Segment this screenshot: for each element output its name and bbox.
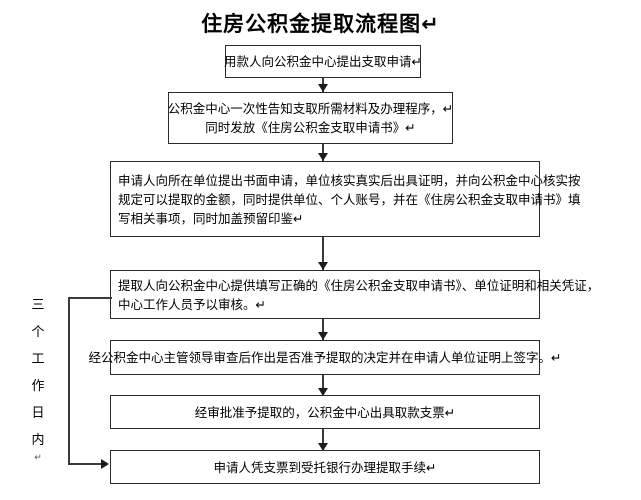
side-label-char: 三 bbox=[31, 298, 45, 313]
flow-node-line: 写相关事项，同时加盖预留印鉴↵ bbox=[118, 210, 304, 226]
flow-node-line: 规定可以提取的金额，同时提供单位、个人账号，并在《住房公积金支取申请书》填 bbox=[118, 191, 581, 207]
flow-node-line: 提取人向公积金中心提供填写正确的《住房公积金支取申请书》、单位证明和相关凭证， bbox=[118, 277, 600, 293]
bracket-top-segment bbox=[68, 297, 112, 299]
connector-4-5 bbox=[322, 319, 324, 340]
flow-node-line: 经审批准予提取的，公积金中心出具取款支票↵ bbox=[194, 404, 456, 420]
flow-node-line: 公积金中心一次性告知支取所需材料及办理程序，↵ bbox=[167, 101, 454, 116]
side-label-char: 内 bbox=[31, 433, 45, 448]
connector-3-4 bbox=[322, 237, 324, 270]
connector-5-6 bbox=[322, 375, 324, 395]
bracket-arrow-icon bbox=[101, 459, 109, 469]
flow-node-step-3: 申请人向所在单位提出书面申请，单位核实真实后出具证明，并向公积金中心核实按 规定… bbox=[110, 161, 581, 237]
side-label-char: 日 bbox=[31, 406, 45, 421]
flow-node-line: 中心工作人员予以审核。↵ bbox=[118, 296, 266, 312]
flow-node-step-5: 经公积金中心主管领导审查后作出是否准予提取的决定并在申请人单位证明上签字。↵ bbox=[89, 340, 562, 375]
side-label-char: 工 bbox=[31, 352, 45, 367]
flow-node-line: 同时发放《住房公积金支取申请书》↵ bbox=[205, 120, 416, 135]
connector-2-3-arrow-icon bbox=[318, 153, 328, 161]
flow-node-step-6: 经审批准予提取的，公积金中心出具取款支票↵ bbox=[110, 395, 540, 429]
connector-4-5-arrow-icon bbox=[318, 332, 328, 340]
connector-3-4-arrow-icon bbox=[318, 262, 328, 270]
flow-node-line: 申请人向所在单位提出书面申请，单位核实真实后出具证明，并向公积金中心核实按 bbox=[118, 172, 581, 188]
connector-5-6-arrow-icon bbox=[318, 388, 328, 396]
page-title-text: 住房公积金提取流程图 bbox=[201, 12, 422, 36]
flow-node-step-7: 申请人凭支票到受托银行办理提取手续↵ bbox=[110, 450, 540, 484]
connector-6-7-arrow-icon bbox=[318, 443, 328, 451]
page-title: 住房公积金提取流程图↵ bbox=[0, 8, 641, 38]
connector-6-7 bbox=[322, 429, 324, 450]
side-label-char: 个 bbox=[31, 325, 45, 340]
flow-node-line: 用款人向公积金中心提出支取申请↵ bbox=[224, 54, 422, 69]
flow-node-step-2: 公积金中心一次性告知支取所需材料及办理程序，↵ 同时发放《住房公积金支取申请书》… bbox=[168, 92, 453, 144]
side-label-mark: ↵ bbox=[34, 453, 42, 463]
connector-1-2-arrow-icon bbox=[318, 84, 328, 92]
flow-node-step-4: 提取人向公积金中心提供填写正确的《住房公积金支取申请书》、单位证明和相关凭证， … bbox=[110, 270, 599, 319]
bracket-vertical-segment bbox=[68, 297, 70, 464]
flow-node-line: 经公积金中心主管领导审查后作出是否准予提取的决定并在申请人单位证明上签字。↵ bbox=[88, 350, 562, 365]
connector-2-3 bbox=[322, 144, 324, 161]
side-label-char: 作 bbox=[31, 379, 45, 394]
flow-node-line: 申请人凭支票到受托银行办理提取手续↵ bbox=[213, 459, 437, 475]
side-label-three-working-days: 三 个 工 作 日 内 ↵ bbox=[26, 292, 50, 463]
page-title-mark: ↵ bbox=[421, 12, 440, 36]
flow-node-step-1: 用款人向公积金中心提出支取申请↵ bbox=[224, 45, 422, 78]
bracket-bottom-segment bbox=[68, 463, 104, 465]
